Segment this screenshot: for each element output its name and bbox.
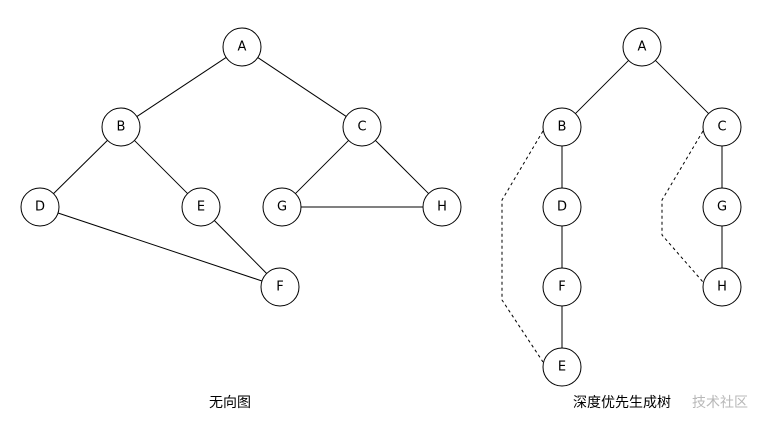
graph-edge-d-f — [57, 212, 263, 282]
tree-node-g: G — [702, 187, 742, 227]
tree-node-a: A — [622, 27, 662, 67]
graph-edge-c-h — [375, 140, 429, 194]
node-circle — [222, 27, 262, 67]
tree-node-d: D — [542, 187, 582, 227]
graph-edge-c-g — [295, 140, 349, 194]
caption-undirected-graph: 无向图 — [209, 395, 251, 411]
back-edge-c-h — [661, 130, 704, 283]
tree-edge-a-c — [655, 60, 709, 114]
node-circle — [542, 107, 582, 147]
graph-edge-e-f — [213, 220, 268, 274]
node-label: D — [557, 200, 567, 215]
node-circle — [260, 267, 300, 307]
node-circle — [542, 187, 582, 227]
node-circle — [542, 267, 582, 307]
graph-node-f: F — [260, 267, 300, 307]
node-label: A — [638, 40, 647, 55]
node-circle — [622, 27, 662, 67]
node-circle — [20, 187, 60, 227]
graph-edge-a-b — [136, 57, 227, 117]
node-label: F — [276, 280, 283, 295]
node-circle — [702, 107, 742, 147]
graph-edge-b-d — [53, 139, 108, 195]
node-circle — [702, 267, 742, 307]
tree-edge-a-b — [575, 60, 629, 114]
graph-edge-a-c — [257, 57, 347, 117]
tree-node-c: C — [702, 107, 742, 147]
node-label: G — [277, 200, 287, 215]
node-label: H — [437, 200, 447, 215]
node-circle — [101, 107, 141, 147]
tree-node-h: H — [702, 267, 742, 307]
graph-node-g: G — [262, 187, 302, 227]
graph-node-e: E — [181, 187, 221, 227]
node-label: F — [558, 280, 565, 295]
tree-node-e: E — [542, 347, 582, 387]
node-label: B — [117, 120, 126, 135]
graph-node-b: B — [101, 107, 141, 147]
node-circle — [422, 187, 462, 227]
node-label: C — [717, 120, 726, 135]
graph-node-a: A — [222, 27, 262, 67]
node-circle — [181, 187, 221, 227]
nodes-layer: A B C D E F G H A B C D F E G H — [20, 27, 742, 387]
node-circle — [262, 187, 302, 227]
tree-node-f: F — [542, 267, 582, 307]
graph-node-h: H — [422, 187, 462, 227]
node-label: B — [558, 120, 567, 135]
graph-node-c: C — [342, 107, 382, 147]
node-label: E — [558, 360, 566, 375]
node-circle — [342, 107, 382, 147]
watermark-text: 技术社区 — [692, 395, 748, 411]
node-label: D — [35, 200, 45, 215]
node-label: H — [717, 280, 727, 295]
edges-layer — [53, 57, 723, 363]
tree-node-b: B — [542, 107, 582, 147]
graph-edge-b-e — [134, 140, 188, 194]
node-circle — [702, 187, 742, 227]
caption-dfs-spanning-tree: 深度优先生成树 — [573, 395, 671, 411]
back-edge-b-e — [501, 130, 544, 363]
node-circle — [542, 347, 582, 387]
node-label: E — [197, 200, 205, 215]
graph-node-d: D — [20, 187, 60, 227]
node-label: C — [357, 120, 366, 135]
node-label: G — [717, 200, 727, 215]
node-label: A — [238, 40, 247, 55]
